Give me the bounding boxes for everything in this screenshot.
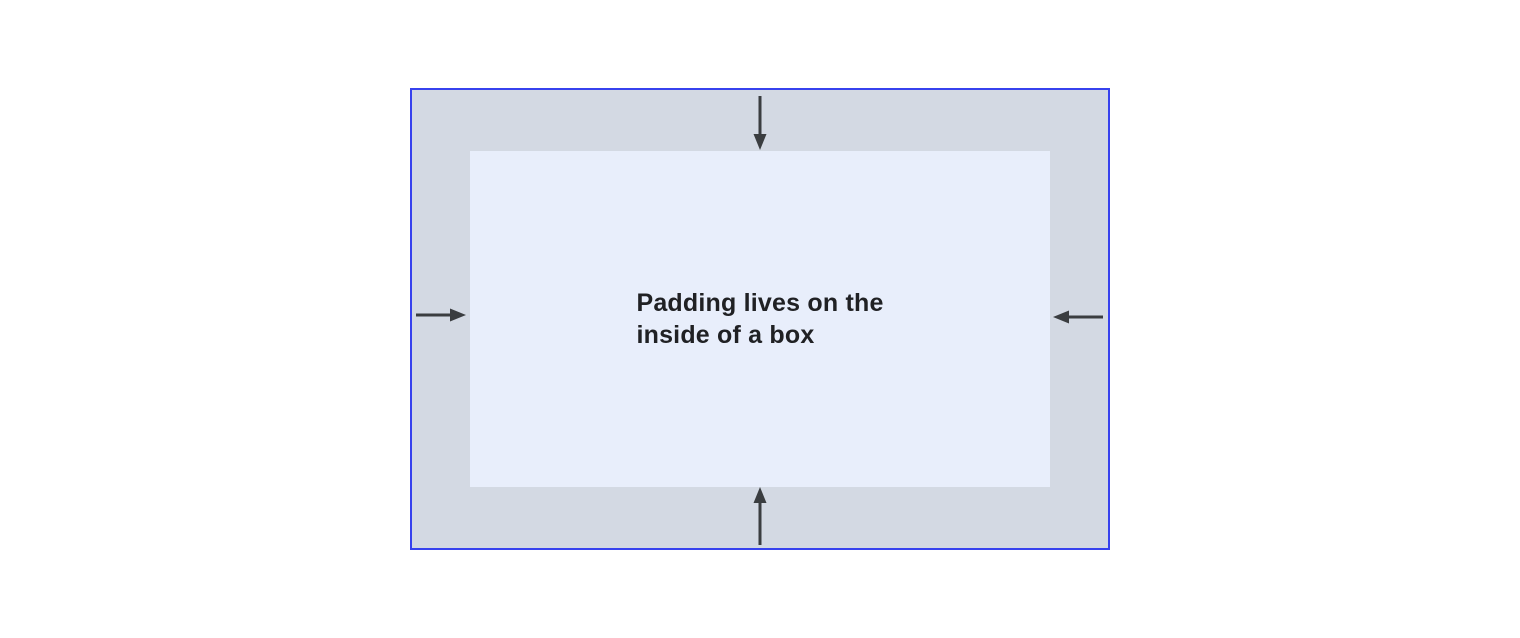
padding-area-box: Padding lives on the inside of a box (410, 88, 1110, 550)
arrow-right-icon (416, 308, 466, 322)
content-box: Padding lives on the inside of a box (470, 151, 1050, 487)
arrow-left-icon (1053, 310, 1103, 324)
padding-caption: Padding lives on the inside of a box (636, 289, 884, 349)
arrow-down-icon (753, 96, 767, 150)
arrow-up-icon (753, 487, 767, 545)
